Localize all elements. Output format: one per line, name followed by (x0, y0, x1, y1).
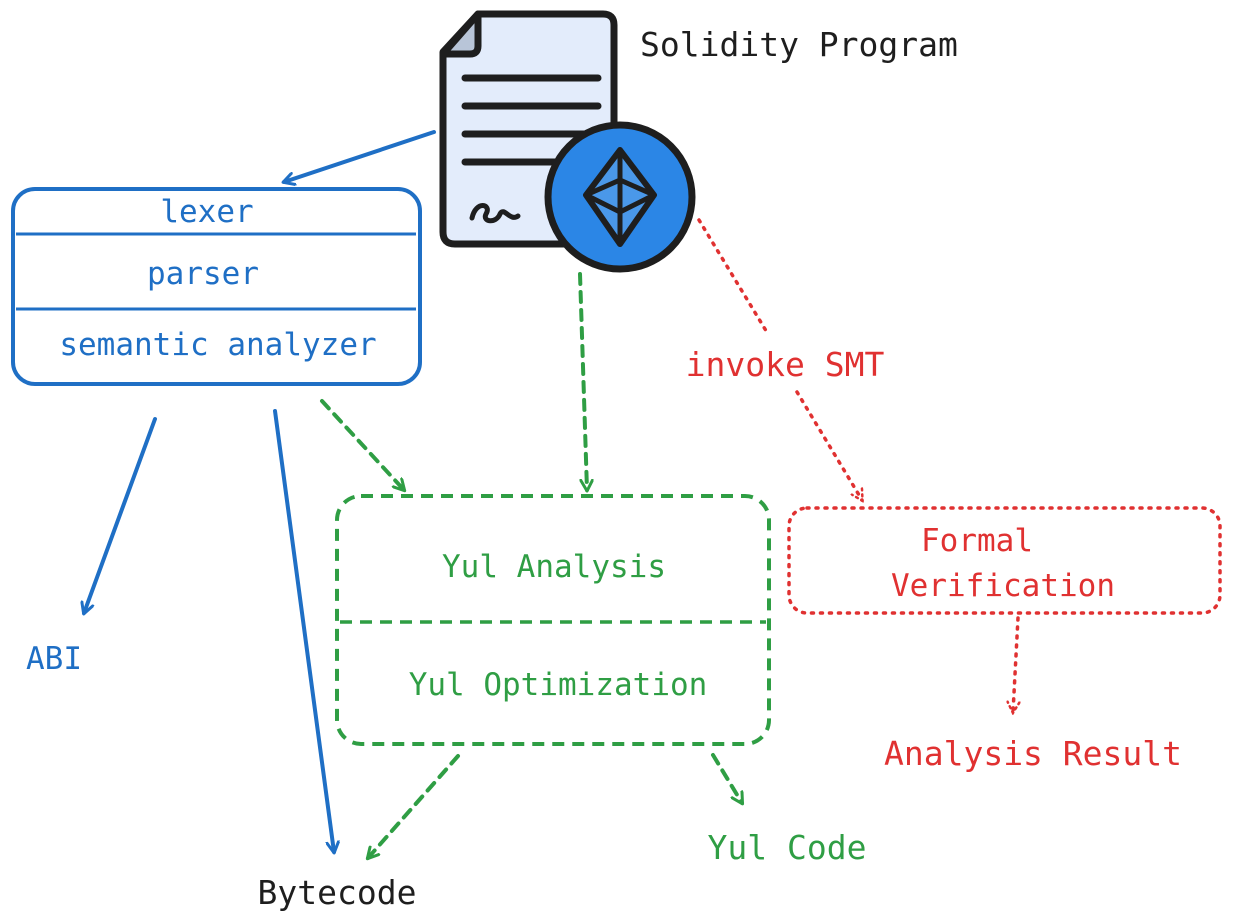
ethereum-icon (544, 121, 696, 273)
formal-verification-box (787, 506, 1222, 615)
lexer-label: lexer (160, 194, 253, 230)
yul-box (335, 494, 771, 746)
frontend-box (11, 187, 422, 386)
arrow-doc-to-frontend (284, 130, 436, 182)
abi-label: ABI (26, 641, 82, 677)
formal-label: Formal (921, 523, 1033, 559)
arrow-frontend-to-bytecode (273, 409, 334, 852)
yul-code-label: Yul Code (708, 828, 867, 867)
analysis-result-label: Analysis Result (884, 734, 1182, 773)
arrow-doc-to-yul (578, 272, 587, 490)
arrow-yul-to-yulcode (711, 753, 742, 803)
arrow-frontend-to-abi (84, 417, 157, 613)
program-title: Solidity Program (640, 25, 958, 64)
bytecode-label: Bytecode (258, 873, 417, 912)
semantic-analyzer-label: semantic analyzer (59, 327, 376, 363)
arrow-yul-to-bytecode (368, 754, 460, 858)
parser-label: parser (147, 256, 259, 292)
yul-analysis-label: Yul Analysis (442, 549, 666, 585)
verification-label: Verification (891, 568, 1115, 604)
arrow-formal-to-result (1013, 616, 1018, 712)
arrow-doc-to-formal-top (697, 218, 770, 336)
yul-optimization-label: Yul Optimization (409, 667, 708, 703)
arrow-doc-to-formal-bottom (795, 390, 862, 500)
invoke-smt-label: invoke SMT (686, 345, 885, 384)
arrow-frontend-to-yul (320, 399, 404, 490)
